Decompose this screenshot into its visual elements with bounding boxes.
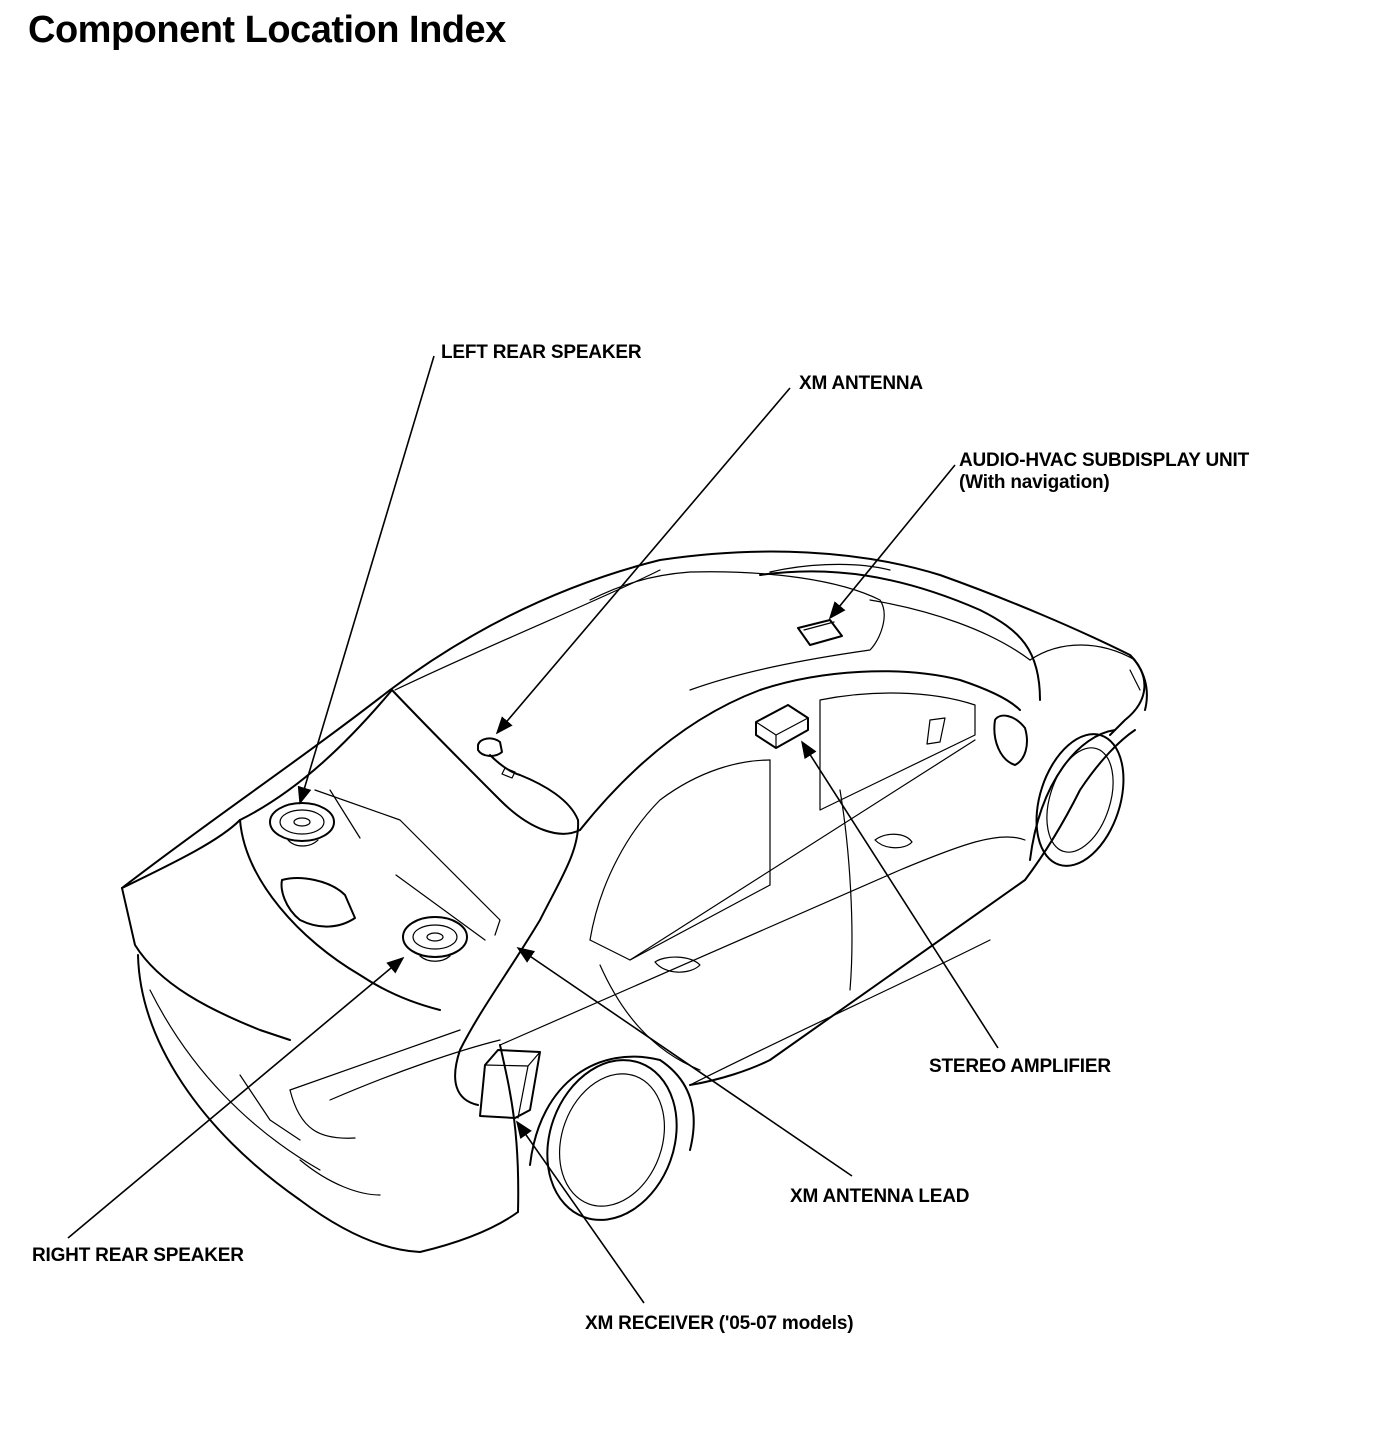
label-audio-hvac-subdisplay-unit: AUDIO-HVAC SUBDISPLAY UNIT (With navigat… (959, 450, 1249, 494)
label-xm-receiver: XM RECEIVER ('05-07 models) (585, 1313, 854, 1334)
stereo-amplifier (755, 704, 809, 749)
label-right-rear-speaker: RIGHT REAR SPEAKER (32, 1245, 244, 1266)
car-outline (121, 550, 1148, 1253)
rear-wheel (529, 1055, 695, 1221)
page-title: Component Location Index (28, 9, 506, 51)
label-audio-hvac-main: AUDIO-HVAC SUBDISPLAY UNIT (959, 450, 1250, 471)
leader-lines (67, 355, 999, 1304)
xm-antenna (477, 737, 503, 757)
xm-receiver (479, 1049, 541, 1119)
leader-right-rear-speaker (67, 956, 405, 1239)
label-xm-antenna-lead: XM ANTENNA LEAD (790, 1186, 970, 1207)
label-audio-hvac-note: (With navigation) (959, 472, 1110, 493)
label-stereo-amplifier: STEREO AMPLIFIER (929, 1056, 1111, 1077)
front-wheel (1029, 729, 1125, 867)
xm-antenna-lead (454, 754, 580, 1106)
label-xm-antenna: XM ANTENNA (799, 373, 923, 394)
leader-xm-antenna (495, 387, 791, 735)
right-rear-speaker (402, 916, 468, 962)
leader-left-rear-speaker (297, 355, 435, 805)
label-left-rear-speaker: LEFT REAR SPEAKER (441, 342, 642, 363)
audio-hvac-subdisplay-unit (797, 619, 843, 646)
leader-xm-receiver (515, 1120, 645, 1304)
left-rear-speaker (269, 802, 335, 847)
leader-audio-hvac (828, 464, 956, 620)
leader-xm-antenna-lead (516, 947, 853, 1177)
leader-stereo-amplifier (801, 740, 999, 1049)
